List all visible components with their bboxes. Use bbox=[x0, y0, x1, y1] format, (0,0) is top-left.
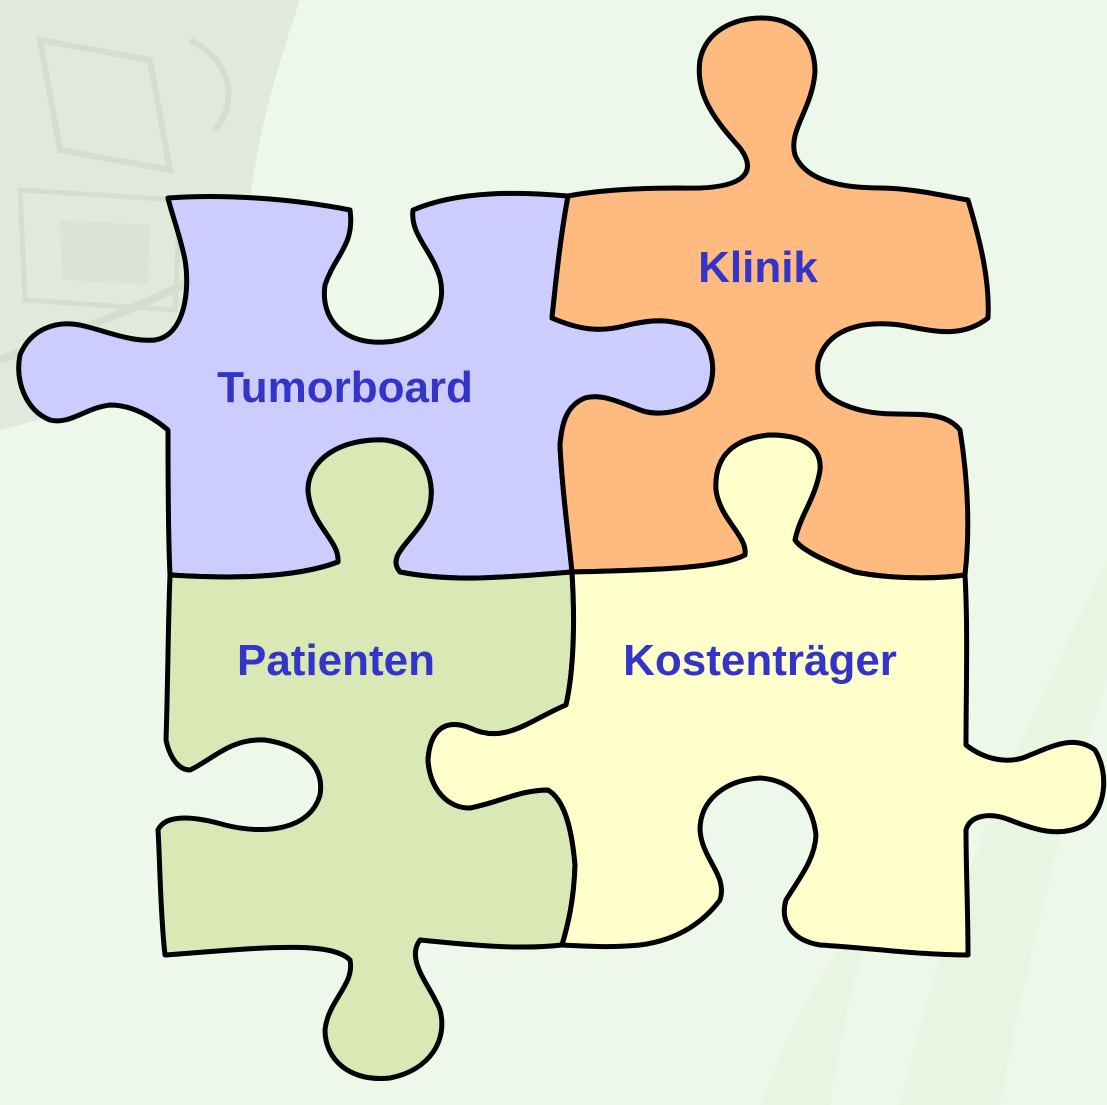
klinik-label: Klinik bbox=[698, 243, 818, 292]
kostentraeger-label: Kostenträger bbox=[623, 636, 897, 685]
kostentraeger-piece bbox=[425, 432, 1107, 958]
background-swoosh bbox=[760, 560, 1107, 1105]
patienten-label: Patienten bbox=[237, 636, 435, 685]
tumorboard-label: Tumorboard bbox=[217, 363, 473, 412]
